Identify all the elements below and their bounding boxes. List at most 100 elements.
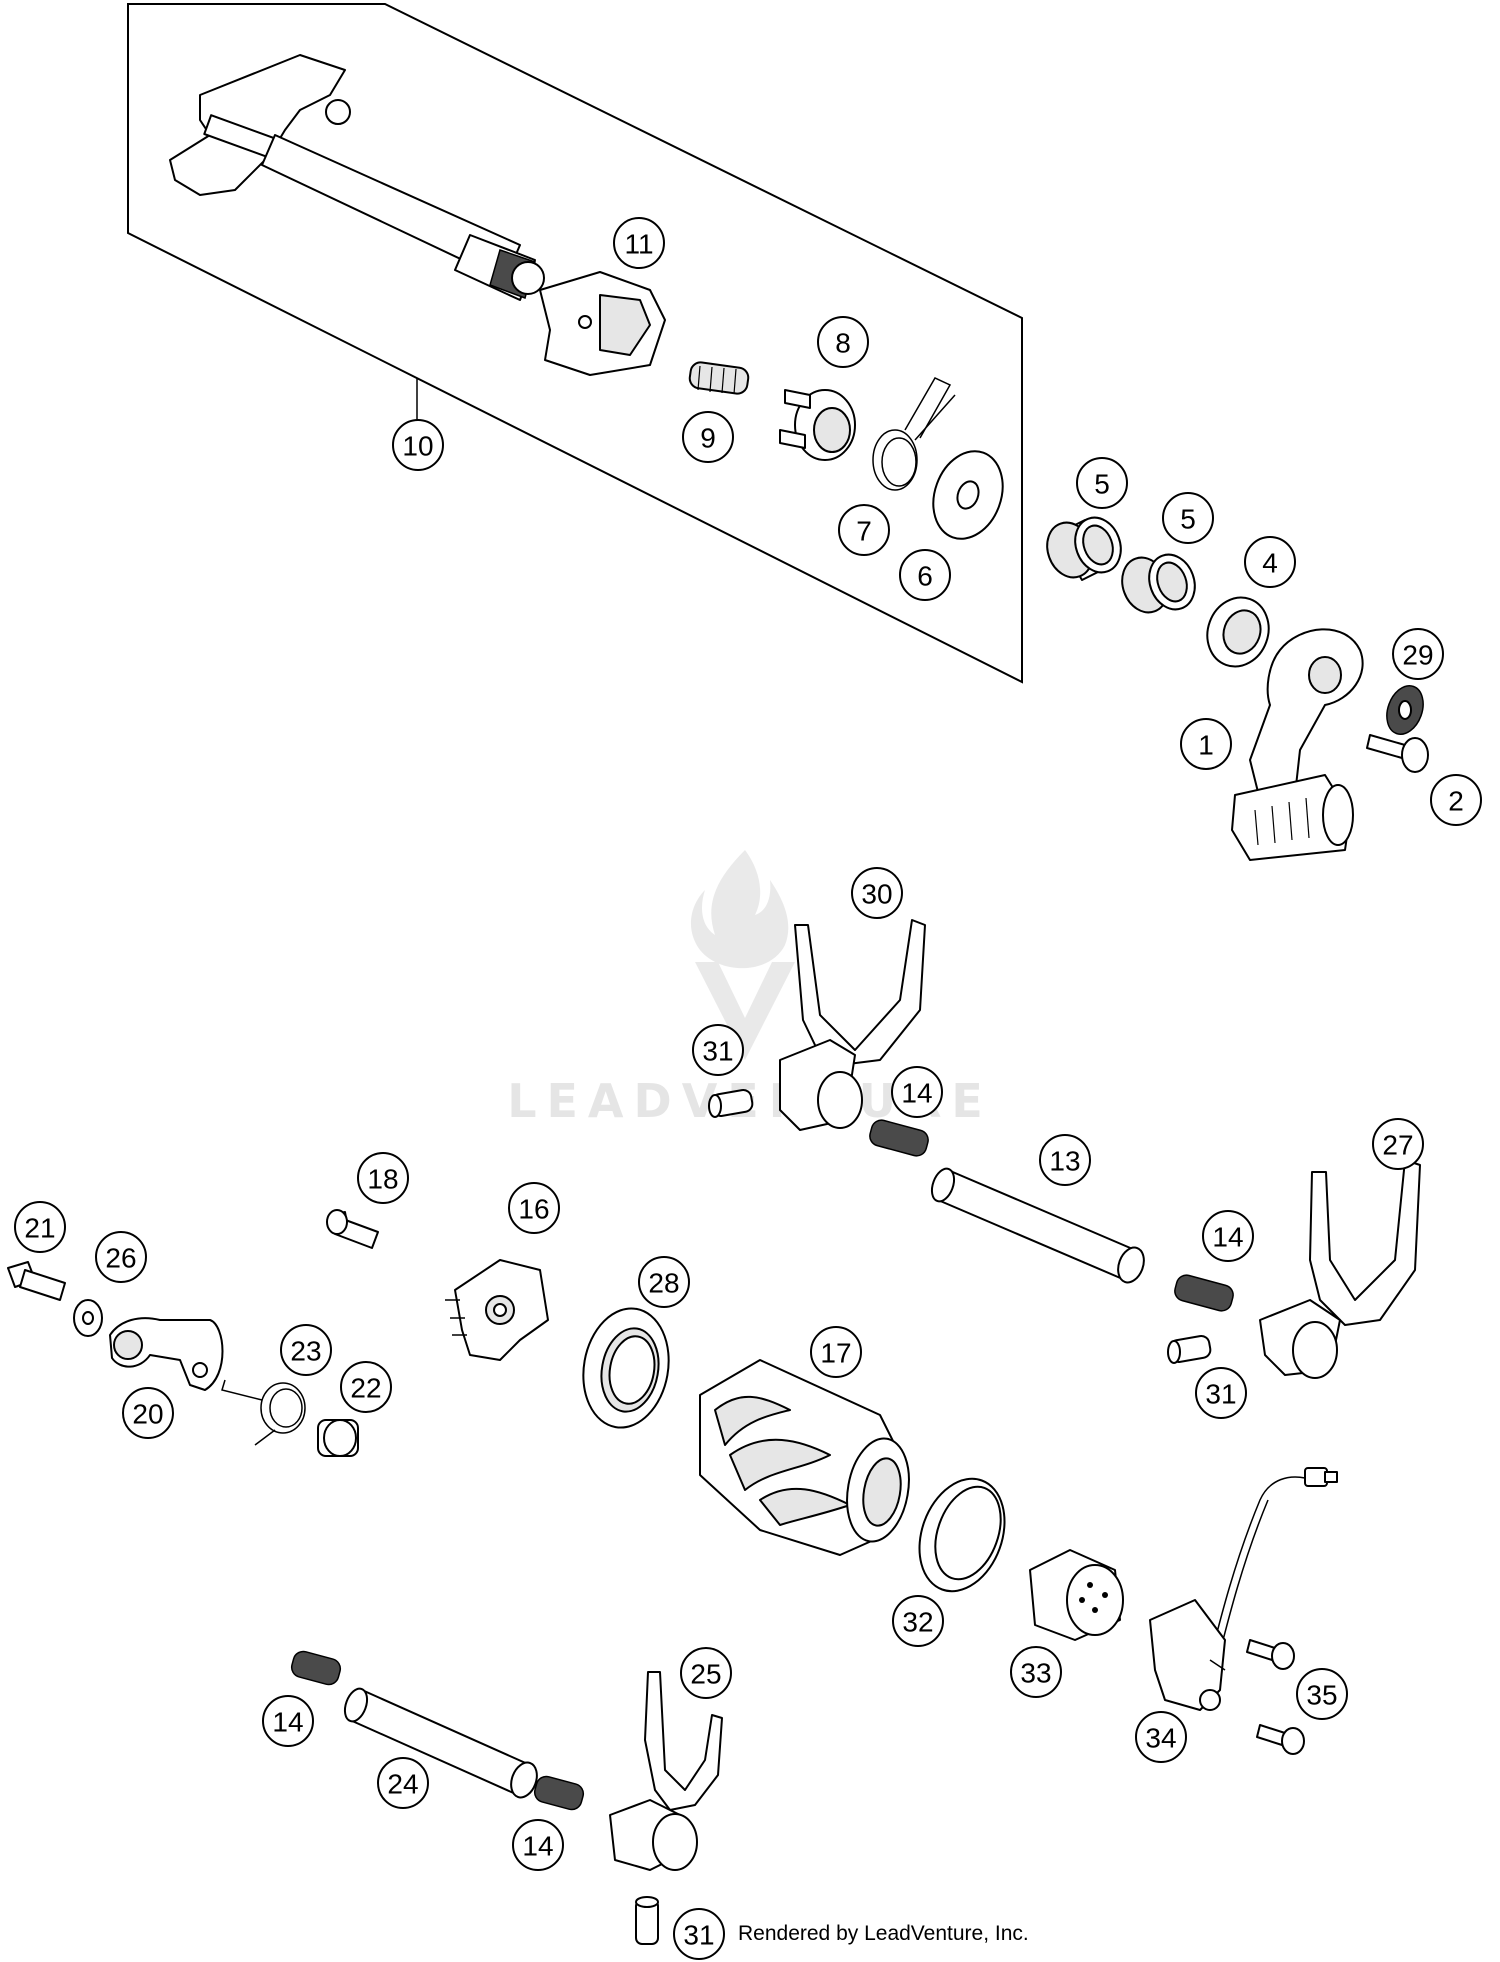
callout-number: 25 [690,1659,721,1690]
shift-fork-30 [779,919,926,1131]
callout-number: 31 [1205,1379,1236,1410]
shift-drum-star-16 [445,1259,549,1361]
callout-number: 22 [350,1373,381,1404]
callout-c30: 30 [851,867,903,919]
callout-number: 4 [1262,548,1278,579]
render-credit: Rendered by LeadVenture, Inc. [738,1922,1029,1945]
callout-circle [377,1757,429,1809]
callout-c14c: 14 [262,1695,314,1747]
callout-circle [899,549,951,601]
callout-number: 32 [902,1607,933,1638]
callout-c14b: 14 [1202,1210,1254,1262]
callout-c29: 29 [1392,628,1444,680]
callout-circle [851,867,903,919]
callout-number: 5 [1094,469,1110,500]
callout-circle [357,1152,409,1204]
bolt-18 [326,1209,379,1249]
fork-pin-31b [1167,1334,1212,1364]
callout-c26: 26 [95,1231,147,1283]
callout-c5a: 5 [1076,457,1128,509]
callout-number: 6 [917,561,933,592]
callout-layer: 10 11 8 9 76 5 5 4 29 1 2 30 31 14 13 27 14 31 18 16 21 26 28 1… [14,217,1482,1960]
fork-spring-14b [1174,1274,1234,1312]
callout-number: 34 [1145,1723,1176,1754]
callout-circle [838,504,890,556]
callout-c11: 11 [613,217,665,269]
callout-number: 20 [132,1399,163,1430]
callout-number: 2 [1448,786,1464,817]
watermark-v-icon [695,962,795,1060]
callout-c8: 8 [817,316,869,368]
callout-c18: 18 [357,1152,409,1204]
callout-number: 5 [1180,504,1196,535]
callout-c17: 17 [810,1326,862,1378]
guide-bushing-8 [779,389,856,461]
callout-circle [1010,1646,1062,1698]
callout-number: 33 [1020,1658,1051,1689]
callout-circle [122,1387,174,1439]
callout-circle [95,1231,147,1283]
callout-circle [1430,774,1482,826]
callout-number: 27 [1382,1130,1413,1161]
sensor-cap-33 [1029,1549,1124,1641]
callout-number: 30 [861,879,892,910]
callout-number: 11 [624,229,653,260]
callout-circle [1202,1210,1254,1262]
callout-number: 24 [387,1769,418,1800]
callout-circle [14,1201,66,1253]
callout-c31a: 31 [692,1024,744,1076]
callout-number: 10 [402,431,433,462]
callout-c35: 35 [1296,1668,1348,1720]
seal-28 [582,1307,670,1429]
fork-pin-31c [635,1896,659,1945]
bushing-22 [317,1419,359,1457]
callout-circle [512,1819,564,1871]
callout-circle [1244,536,1296,588]
callout-c9: 9 [682,411,734,463]
callout-circle [1180,718,1232,770]
small-spring-9 [688,361,750,395]
callout-c13: 13 [1039,1134,1091,1186]
callout-circle [638,1256,690,1308]
callout-number: 26 [105,1243,136,1274]
callout-number: 35 [1306,1680,1337,1711]
shaft-seal-4 [1206,596,1270,668]
callout-number: 13 [1049,1146,1080,1177]
shift-fork-27 [1259,1159,1421,1379]
callout-circle [1076,457,1128,509]
callout-number: 8 [835,328,851,359]
fork-spring-14d [533,1775,585,1811]
callout-circle [1296,1668,1348,1720]
callout-number: 23 [290,1336,321,1367]
fork-spring-14a [869,1119,929,1157]
callout-circle [682,411,734,463]
callout-circle [280,1324,332,1376]
callout-number: 14 [522,1831,553,1862]
callout-c25: 25 [680,1647,732,1699]
callout-c7: 7 [838,504,890,556]
callout-circle [1392,628,1444,680]
callout-c21: 21 [14,1201,66,1253]
bearing-ring-32 [918,1477,1006,1593]
callout-number: 29 [1402,640,1433,671]
fork-spring-14c [290,1650,342,1686]
callout-c14d: 14 [512,1819,564,1871]
shift-drum-17 [699,1359,910,1556]
callout-number: 14 [272,1707,303,1738]
callout-number: 28 [648,1268,679,1299]
callout-number: 31 [683,1920,714,1951]
callout-number: 18 [367,1164,398,1195]
sensor-screw-35a [1246,1639,1295,1670]
callout-c31b: 31 [1195,1367,1247,1419]
fork-pin-31a [708,1088,754,1118]
callout-circle [340,1361,392,1413]
return-spring-7 [872,377,956,491]
lever-screw-2 [1366,734,1429,773]
callout-circle [810,1326,862,1378]
callout-c33: 33 [1010,1646,1062,1698]
callout-circle [1039,1134,1091,1186]
needle-bushing-5a [1046,516,1122,581]
callout-number: 16 [518,1194,549,1225]
watermark-flame-icon [690,850,789,969]
callout-c1: 1 [1180,718,1232,770]
